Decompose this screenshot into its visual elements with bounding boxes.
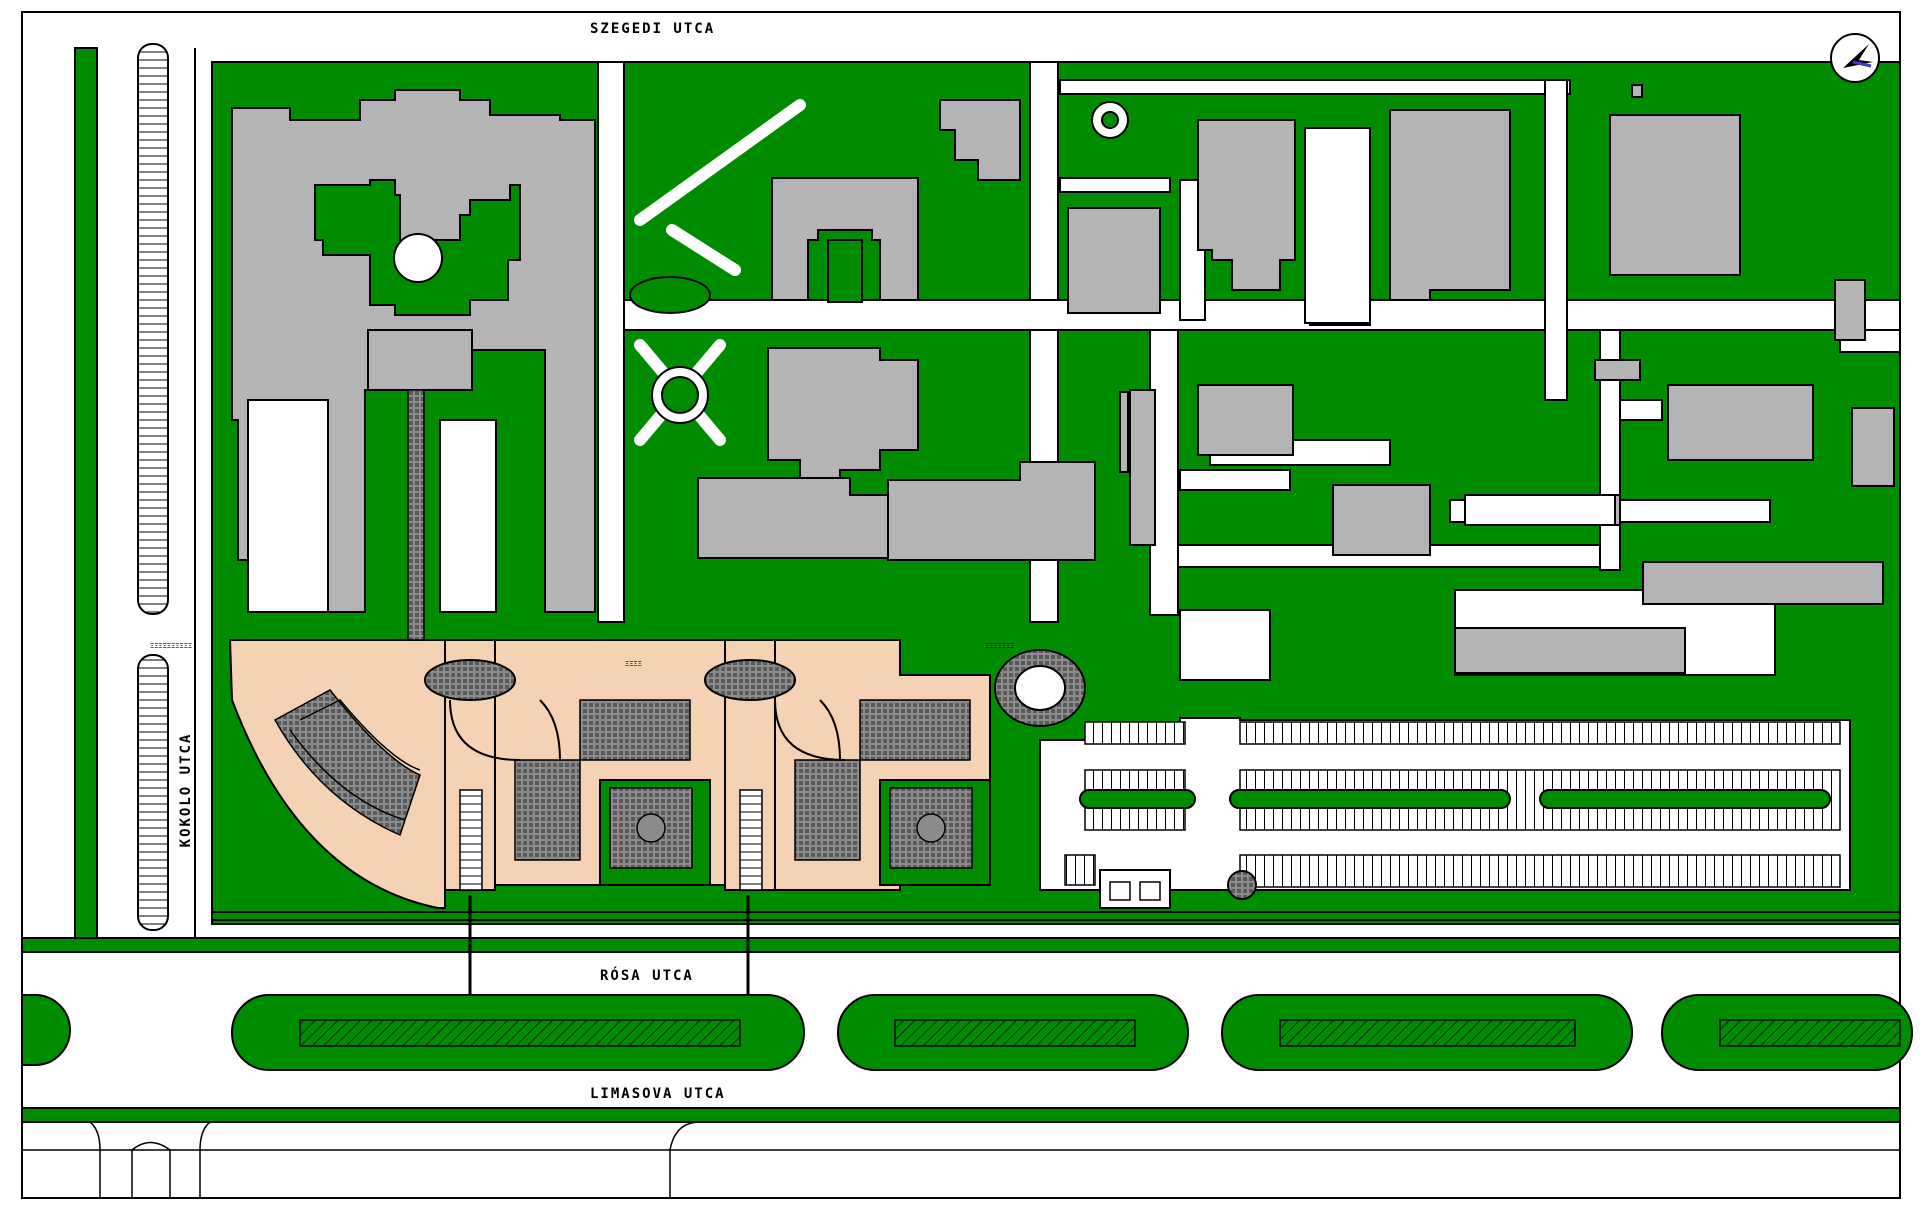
internal-roads bbox=[597, 61, 1901, 681]
new-building-complex bbox=[228, 389, 991, 909]
existing-buildings bbox=[231, 84, 1895, 674]
street-label-left: KOKOLO UTCA bbox=[178, 733, 194, 848]
small-label-entrance: ΞΞΞΞΞΞΞΞΞΞ bbox=[150, 642, 192, 650]
parking-lot bbox=[1039, 717, 1851, 909]
white-plots bbox=[247, 127, 1616, 613]
street-label-middle: RÓSA UTCA bbox=[600, 966, 694, 984]
street-label-top: SZEGEDI UTCA bbox=[590, 21, 715, 37]
bottom-strip bbox=[89, 1121, 701, 1198]
parking-strip-left-bottom bbox=[137, 654, 169, 931]
small-label-center: ΞΞΞΞ bbox=[625, 660, 642, 668]
street-label-bottom: LIMASOVA UTCA bbox=[590, 1086, 726, 1102]
north-arrow-icon bbox=[1830, 33, 1880, 83]
street-bands bbox=[21, 895, 1901, 1151]
median-islands bbox=[21, 994, 1913, 1071]
left-green-strip bbox=[74, 47, 98, 939]
small-label-stair: ΞΞΞΞΞΞΞ bbox=[985, 642, 1015, 650]
parking-strip-left-top bbox=[137, 43, 169, 615]
